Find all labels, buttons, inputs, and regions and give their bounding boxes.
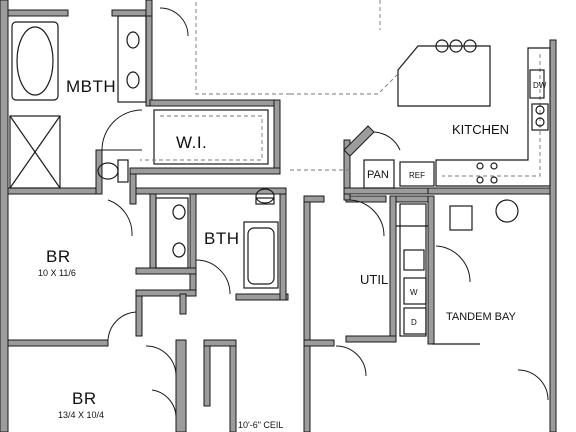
door-swings [107,7,549,419]
garage [432,199,519,345]
walls [0,0,557,432]
kitchen [195,0,551,189]
label-pantry: PAN [367,169,389,181]
label-washer: W [410,288,418,297]
label-utility: UTIL [360,272,388,287]
label-bedroom-1: BR [46,247,71,266]
label-bedroom-2-dim: 13/4 X 10/4 [58,410,104,420]
bath [155,188,279,295]
label-refrigerator: REF [409,171,425,180]
label-bedroom-2: BR [72,389,97,408]
label-dryer: D [411,318,417,327]
label-garage: TANDEM BAY [446,311,517,323]
room-labels: MBTH W.I. BTH BR 10 X 11/6 BR 13/4 X 10/… [38,77,547,430]
label-bedroom-1-dim: 10 X 11/6 [38,268,76,278]
label-master-bath: MBTH [66,77,116,96]
walk-in-closet [140,109,269,165]
label-walk-in: W.I. [176,133,207,152]
label-bath: BTH [204,229,240,248]
label-ceiling-note: 10'-6" CEIL [238,420,283,430]
label-dishwasher: DW [533,81,547,90]
label-kitchen: KITCHEN [452,122,509,137]
master-bath [9,15,147,189]
utility [396,203,428,337]
